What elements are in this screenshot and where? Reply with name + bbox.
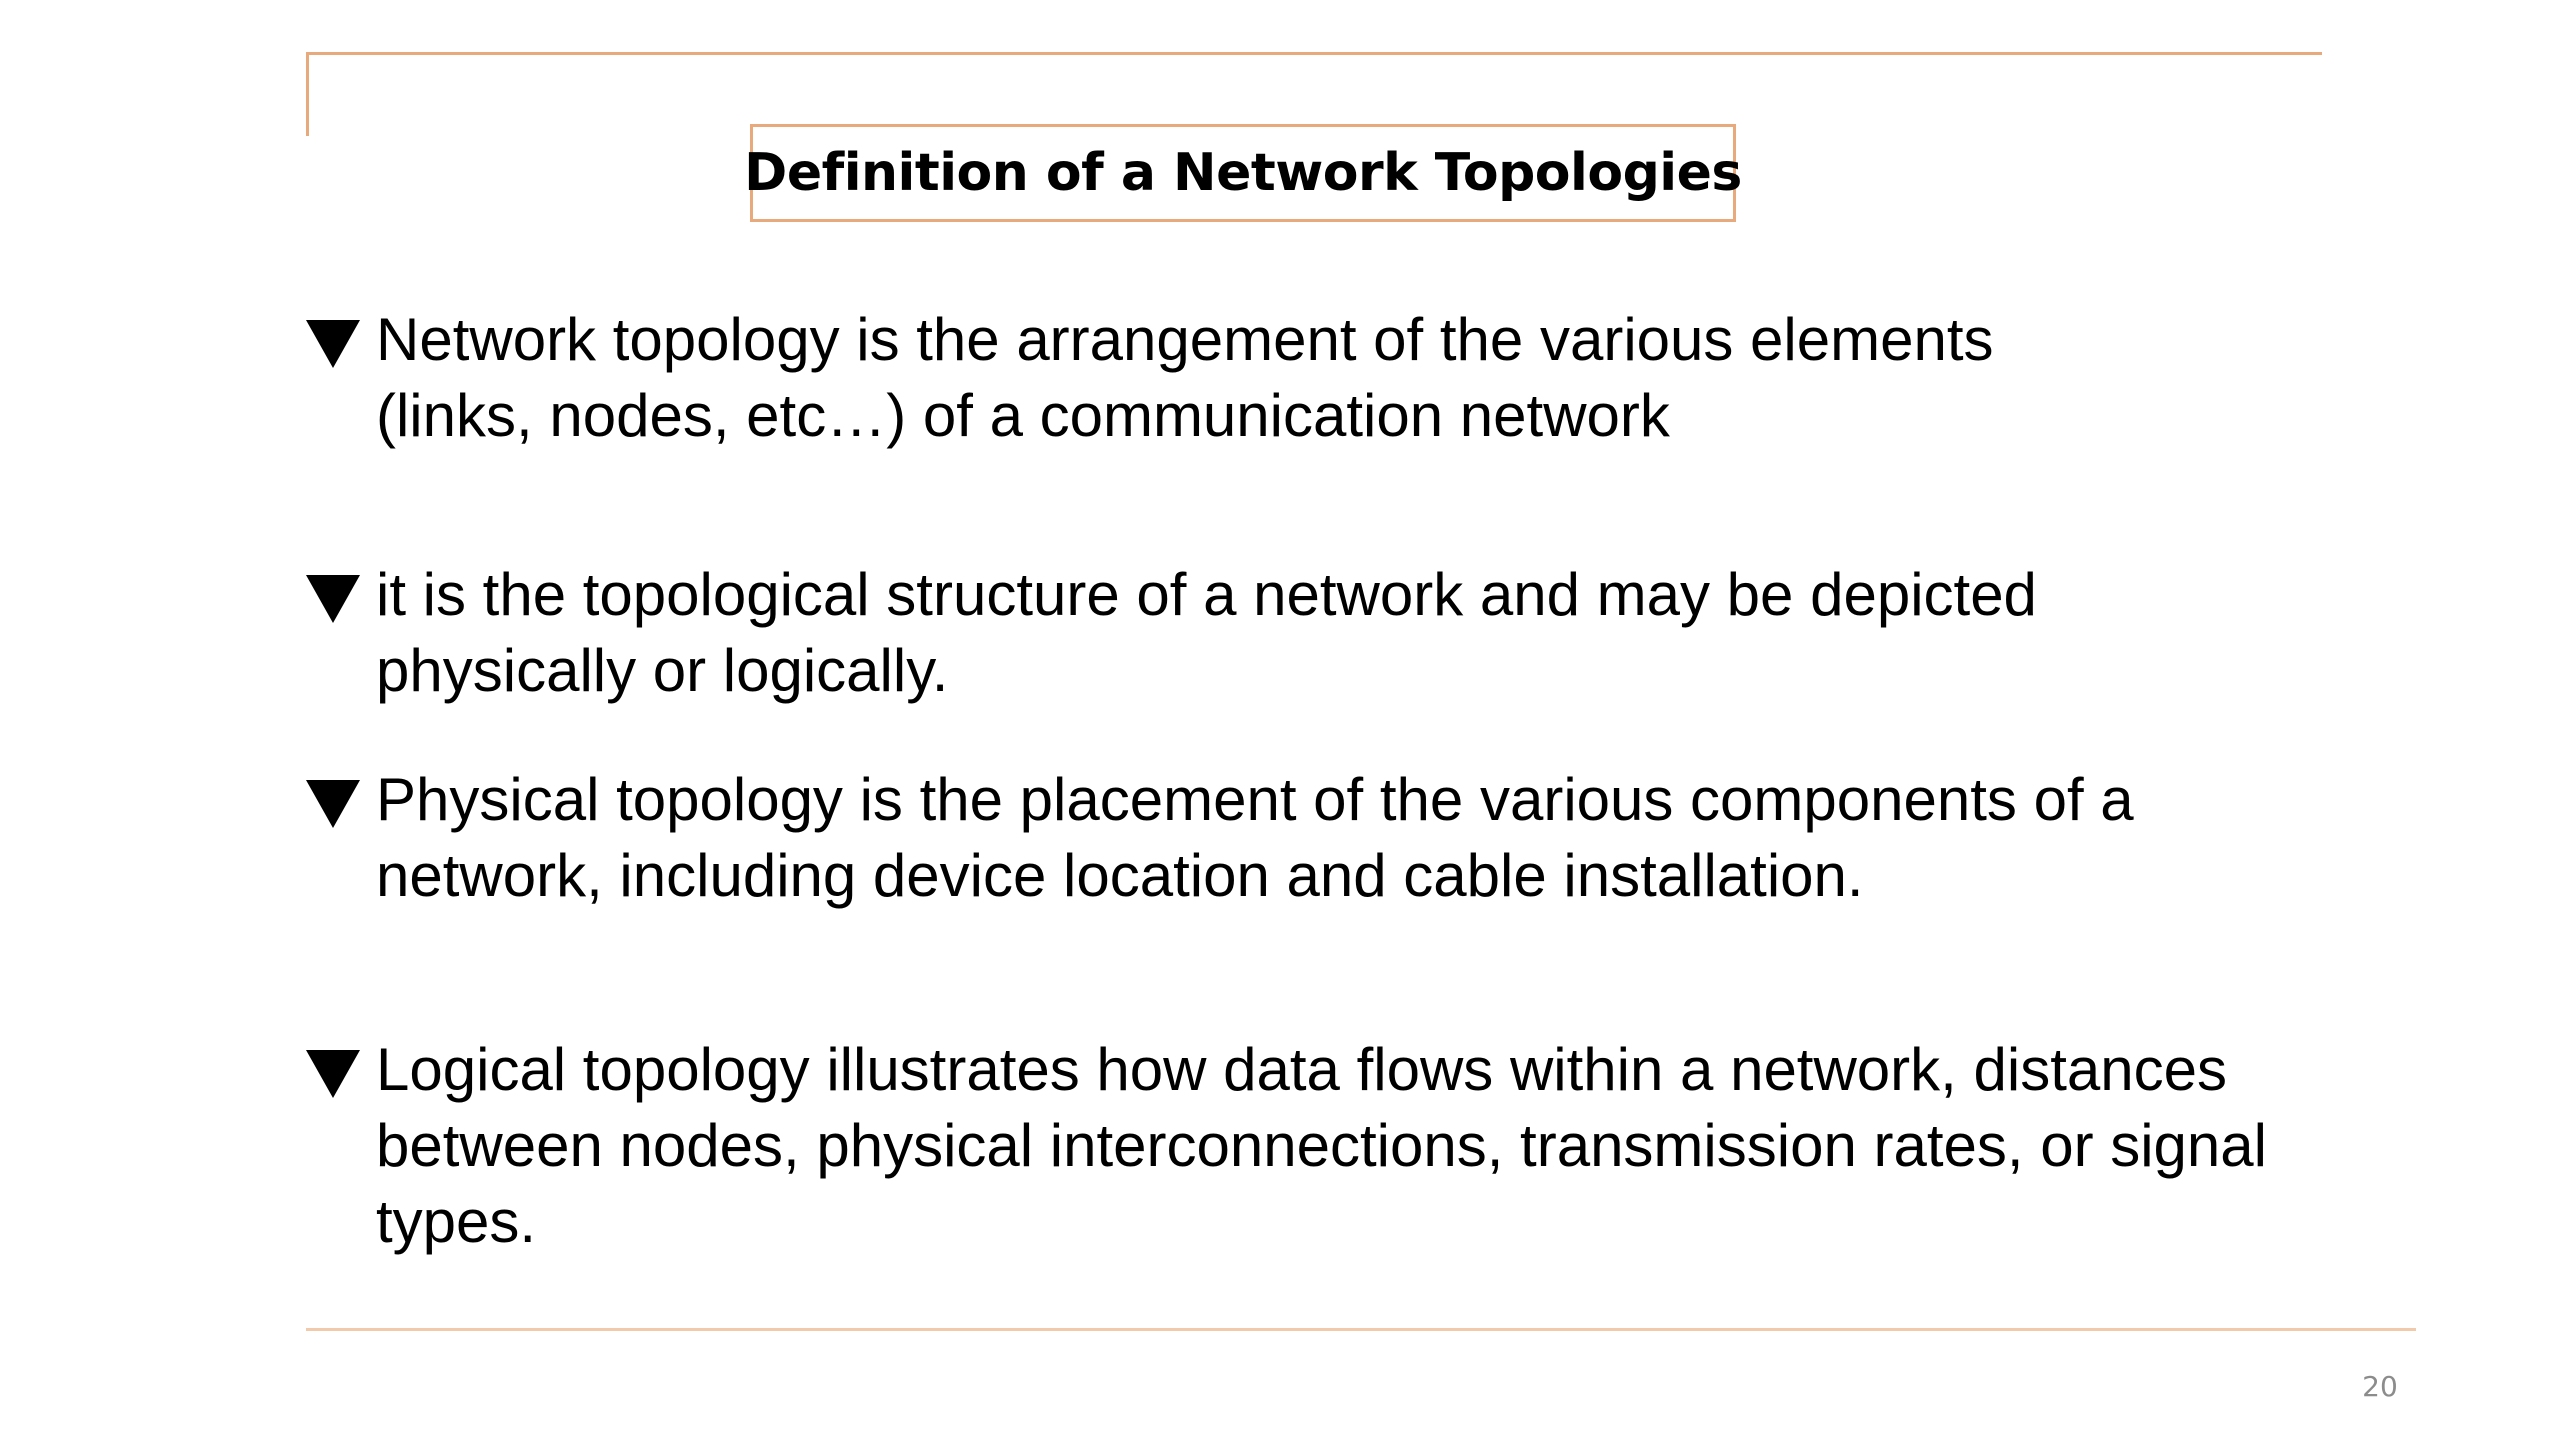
bullet-text: it is the topological structure of a net… xyxy=(376,561,2037,704)
bullet-item: Network topology is the arrangement of t… xyxy=(306,302,2456,454)
title-box: Definition of a Network Topologies xyxy=(744,124,1742,222)
triangle-down-icon xyxy=(306,768,376,828)
triangle-down-icon xyxy=(306,308,376,368)
bullet-list: Network topology is the arrangement of t… xyxy=(306,0,2456,1300)
bullet-text: Physical topology is the placement of th… xyxy=(376,766,2134,909)
slide-title: Definition of a Network Topologies xyxy=(744,143,1742,203)
bottom-frame-line xyxy=(306,1328,2416,1331)
page-number: 20 xyxy=(2362,1370,2398,1403)
bullet-item: it is the topological structure of a net… xyxy=(306,557,2456,709)
bullet-text: Logical topology illustrates how data fl… xyxy=(376,1036,2267,1255)
triangle-down-icon xyxy=(306,563,376,623)
bullet-item: Logical topology illustrates how data fl… xyxy=(306,1032,2456,1260)
triangle-down-icon xyxy=(306,1038,376,1098)
top-frame-line xyxy=(306,52,2322,55)
bullet-item: Physical topology is the placement of th… xyxy=(306,762,2456,914)
bullet-text: Network topology is the arrangement of t… xyxy=(376,306,1994,449)
left-frame-tick xyxy=(306,52,309,136)
